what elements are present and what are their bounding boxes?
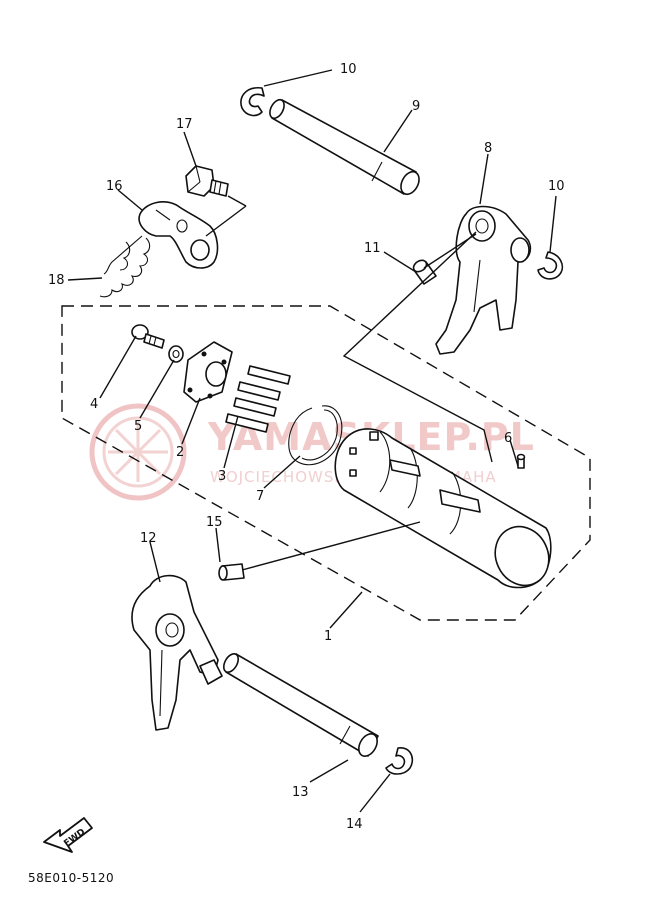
callout-16: 16 (106, 179, 123, 194)
callout-1: 1 (324, 629, 332, 644)
callout-8: 8 (484, 141, 492, 156)
callout-10-upper: 10 (340, 62, 357, 77)
callout-4: 4 (90, 397, 98, 412)
callout-17: 17 (176, 117, 193, 132)
callout-2: 2 (176, 445, 184, 460)
callout-11: 11 (364, 241, 381, 256)
shift-fork-shaft-lower[interactable] (221, 651, 381, 759)
shift-drum[interactable] (334, 428, 558, 594)
callout-15: 15 (206, 515, 223, 530)
circlip-upper[interactable] (240, 87, 265, 117)
circlip-right[interactable] (537, 251, 564, 280)
callout-9: 9 (412, 99, 420, 114)
watermark-logo-icon (89, 403, 187, 501)
callout-labels: 10 9 8 10 11 17 16 18 4 5 2 3 7 6 15 12 … (48, 62, 565, 832)
guide-pin-upper[interactable] (411, 258, 437, 285)
leader-lines (67, 69, 557, 813)
circlip-ring[interactable] (288, 405, 343, 466)
stopper-bolt[interactable] (185, 165, 229, 197)
callout-7: 7 (256, 489, 264, 504)
fwd-arrow-icon: FWD (43, 817, 93, 853)
callout-10-right: 10 (548, 179, 565, 194)
stopper-lever[interactable] (138, 201, 219, 269)
shift-fork-shaft-upper[interactable] (267, 97, 423, 197)
torsion-spring[interactable] (99, 235, 151, 298)
guide-pin-lower[interactable] (218, 563, 245, 581)
callout-13: 13 (292, 785, 309, 800)
callout-5: 5 (134, 419, 142, 434)
assembly-boundary-dashed (61, 305, 591, 621)
circlip-lower[interactable] (385, 747, 414, 775)
shift-fork-upper[interactable] (435, 205, 532, 355)
shift-drum-segment[interactable] (183, 341, 233, 403)
washer[interactable] (168, 345, 184, 363)
shift-drum-pins[interactable] (225, 365, 291, 433)
drum-pin[interactable] (516, 453, 526, 469)
diagram-reference-code: 58E010-5120 (28, 871, 114, 885)
screw[interactable] (131, 324, 165, 349)
callout-3: 3 (218, 469, 226, 484)
shift-fork-lower[interactable] (131, 574, 223, 731)
callout-14: 14 (346, 817, 363, 832)
callout-18: 18 (48, 273, 65, 288)
callout-6: 6 (504, 431, 512, 446)
callout-12: 12 (140, 531, 157, 546)
